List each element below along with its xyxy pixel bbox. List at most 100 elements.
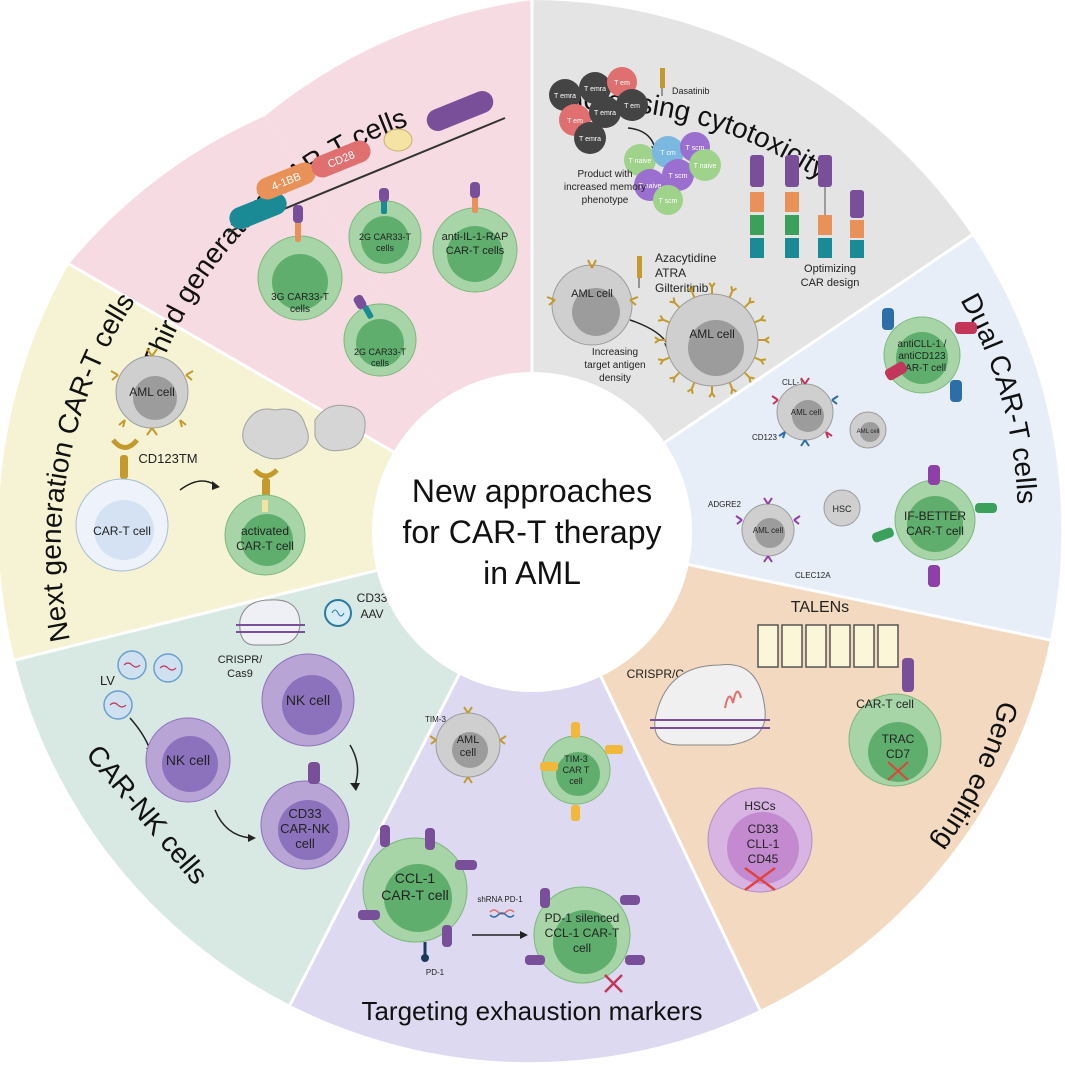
label-aml-exhaustion-1: AML <box>457 734 480 746</box>
antigen-receptor <box>669 371 681 383</box>
label-density-2: target antigen <box>584 360 645 371</box>
label-aml-dual-small: AML cell <box>857 429 880 435</box>
antigen-receptor <box>686 285 696 298</box>
label-aml-after: AML cell <box>689 327 735 341</box>
third-generation-content: 4-1BB CD28 3G CAR33-T cells 2G CAR33-T c… <box>227 91 518 377</box>
label-trac: TRAC <box>882 732 915 746</box>
sector-gene-editing <box>532 532 1050 1010</box>
tcell-label-6: T em <box>624 103 640 110</box>
label-cd33-nk: CD33 <box>357 591 388 605</box>
label-dual-2: antiCD123 <box>898 351 946 362</box>
antigen-receptor <box>754 356 767 366</box>
label-shrna: shRNA PD-1 <box>477 895 523 904</box>
syringe-icon <box>660 68 665 96</box>
label-lv: LV <box>100 673 115 688</box>
antigen-receptors <box>654 282 770 398</box>
label-dual-3: CAR-T cell <box>898 363 946 374</box>
label-cart-gene: CAR-T cell <box>856 697 914 711</box>
sector-increasing-cytotoxicity <box>532 0 972 532</box>
label-nk-left: NK cell <box>166 752 210 768</box>
car-domain-scfv <box>426 91 494 131</box>
cas9-complex-nk <box>239 599 301 646</box>
cytotoxicity-content: T emra T emra T em T em T emra T emra T … <box>546 67 864 398</box>
label-anti-il1rap-sub: CAR-T cells <box>446 245 505 257</box>
label-memory-1: Product with <box>577 169 632 180</box>
tcell-cluster-effector: T emra T emra T em T em T emra T emra T … <box>549 67 648 154</box>
label-carnk-2: CAR-NK <box>280 821 330 836</box>
label-cart-next: CAR-T cell <box>93 524 151 538</box>
aav-icon <box>324 599 352 627</box>
label-density-3: density <box>599 373 631 384</box>
tcell-label-3: T em <box>567 118 583 125</box>
tcell-label-5: T emra <box>579 136 601 143</box>
label-memory-3: phenotype <box>582 195 629 206</box>
cross-icon-3 <box>604 974 623 993</box>
tcell-label-1: T emra <box>584 86 606 93</box>
center-circle <box>372 372 692 692</box>
antigen-receptor <box>657 314 670 324</box>
tcell-cluster-memory: T naive T cm T scm T naive T scm T scm T… <box>624 132 721 215</box>
antigen-receptor <box>654 336 666 344</box>
label-aml-dual: AML cell <box>791 408 822 417</box>
label-tim3-cart-2: CAR T <box>563 765 590 775</box>
antigen-receptor <box>686 382 696 395</box>
pd1-receptor <box>421 942 429 962</box>
label-cd123tm: CD123TM <box>138 451 197 466</box>
label-silenced-1: PD-1 silenced <box>545 911 620 925</box>
label-talens: TALENs <box>791 599 849 616</box>
label-aml-exhaustion-2: cell <box>460 747 477 759</box>
memory-label-3: T naive <box>639 183 662 190</box>
title-exhaustion: Targeting exhaustion markers <box>361 996 702 1026</box>
car-domain-teal <box>229 192 287 230</box>
cas9-complex <box>654 664 766 746</box>
label-nk-right: NK cell <box>286 692 330 708</box>
car-domain-hinge <box>383 128 413 152</box>
antigen-receptor <box>708 282 716 294</box>
label-activated-1: activated <box>241 524 289 538</box>
label-carnk-3: cell <box>295 836 315 851</box>
cross-icon-2 <box>744 866 776 892</box>
car-domain-4-1bb <box>256 162 316 200</box>
center-title-line1: New approaches <box>412 473 652 509</box>
label-anti-il1rap: anti-IL-1-RAP <box>442 231 509 243</box>
memory-label-2: T scm <box>686 145 705 152</box>
label-aml-next: AML cell <box>129 385 175 399</box>
label-tim3-cart-1: TIM-3 <box>564 754 588 764</box>
label-2g-car33-bottom: 2G CAR33-T <box>354 347 407 357</box>
memory-label-6: T naive <box>694 163 717 170</box>
talens-boxes <box>757 624 899 668</box>
label-ifbetter-2: CAR-T cell <box>906 524 964 538</box>
syringe-icon-2 <box>637 256 642 288</box>
label-silenced-3: cell <box>573 941 591 955</box>
label-hscs: HSCs <box>744 799 775 813</box>
car-domain-cd28 <box>311 140 371 178</box>
label-hsc-cll1: CLL-1 <box>747 837 780 851</box>
label-tim3: TIM-3 <box>425 715 446 724</box>
arrow-icon-6 <box>214 809 251 839</box>
label-ifbetter-1: IF-BETTER <box>904 509 966 523</box>
label-3g-car33-sub: cells <box>290 304 310 315</box>
label-clec12a: CLEC12A <box>795 571 831 580</box>
memory-label-4: T scm <box>669 173 688 180</box>
label-aav: AAV <box>360 607 383 621</box>
label-hsc: HSC <box>832 504 852 514</box>
label-gilteritinib: Gilteritinib <box>655 281 709 295</box>
center-title-line3: in AML <box>483 555 581 591</box>
label-carnk-1: CD33 <box>288 806 321 821</box>
label-adgre2: ADGRE2 <box>708 500 741 509</box>
label-density-1: Increasing <box>592 347 638 358</box>
label-hsc-cd45: CD45 <box>748 852 779 866</box>
label-dual-1: antiCLL-1 / <box>898 339 947 350</box>
cross-icon <box>887 761 909 781</box>
label-silenced-2: CCL-1 CAR-T <box>545 926 620 940</box>
memory-label-5: T scm <box>659 198 678 205</box>
tcell-label-4: T emra <box>594 110 616 117</box>
lysed-aml-cells <box>242 404 366 460</box>
dual-cart-content: CLL-1 CD123 AML cell AML cell antiCLL-1 … <box>708 308 997 587</box>
exhaustion-content: TIM-3 AML cell TIM-3 CAR T cell CCL-1 CA… <box>358 706 645 993</box>
label-car-design-1: Optimizing <box>804 263 856 275</box>
label-memory-2: increased memory <box>564 182 646 193</box>
antigen-receptor <box>728 285 738 298</box>
